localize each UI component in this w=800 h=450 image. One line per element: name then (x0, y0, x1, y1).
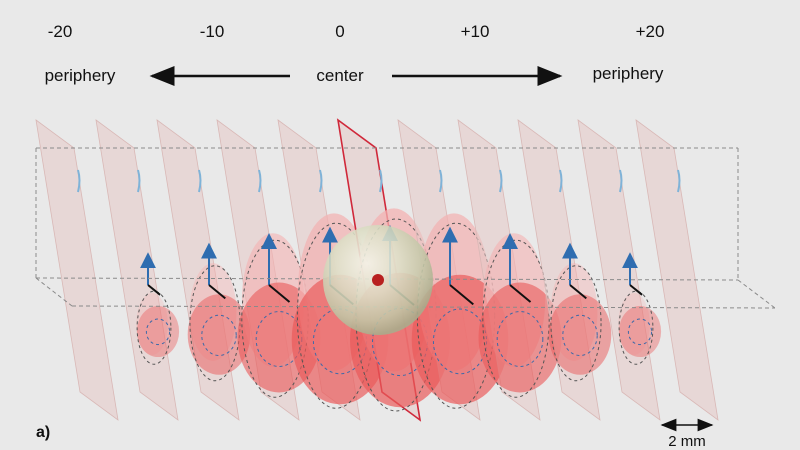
lens-mark (379, 169, 383, 193)
slice-plane (156, 119, 251, 421)
lens-mark (499, 169, 503, 193)
slice-plane (457, 119, 562, 421)
upper-lobe (136, 292, 168, 356)
black-axis (208, 284, 226, 300)
lower-lobe (478, 282, 562, 393)
lens-mark (677, 169, 681, 193)
plane-sheet (635, 119, 719, 421)
lens-mark (258, 169, 262, 193)
lower-lobe (618, 305, 662, 358)
lower-lobe (187, 294, 251, 375)
field-outline (482, 239, 550, 398)
lens-mark (319, 169, 323, 193)
lens-mark (77, 169, 81, 193)
lens-mark (619, 169, 623, 193)
field-outline (618, 290, 654, 365)
slice-plane (95, 119, 180, 421)
position-label: -10 (200, 22, 225, 41)
black-axis (509, 284, 532, 303)
sphere-center-dot (372, 274, 384, 286)
black-axis (147, 284, 161, 296)
field-outline (550, 265, 602, 382)
upper-lobe (618, 292, 650, 356)
black-axis (449, 284, 474, 306)
slice-plane (577, 119, 662, 421)
position-label: +20 (636, 22, 665, 41)
panel-label: a) (36, 424, 50, 441)
field-outline (136, 290, 172, 365)
black-axis (629, 284, 643, 296)
slice-plane (517, 119, 612, 421)
position-label: +10 (461, 22, 490, 41)
lower-lobe (136, 305, 180, 358)
lens-mark (439, 169, 443, 193)
inner-contour (496, 311, 544, 367)
lower-lobe (548, 294, 612, 375)
inner-contour (201, 314, 237, 357)
inner-contour (562, 314, 598, 357)
black-axis (268, 284, 291, 303)
periphery-right-label: periphery (593, 64, 664, 83)
lens-mark (559, 169, 563, 193)
lens-mark (198, 169, 202, 193)
inner-contour (145, 318, 171, 346)
position-label: 0 (335, 22, 344, 41)
inner-contour (627, 318, 653, 346)
periphery-left-label: periphery (45, 66, 116, 85)
black-axis (569, 284, 587, 300)
slice-plane (635, 119, 719, 421)
position-label: -20 (48, 22, 73, 41)
scale-bar-label: 2 mm (668, 433, 706, 450)
lens-mark (137, 169, 141, 193)
center-label: center (316, 66, 364, 85)
central-sphere (323, 225, 433, 335)
